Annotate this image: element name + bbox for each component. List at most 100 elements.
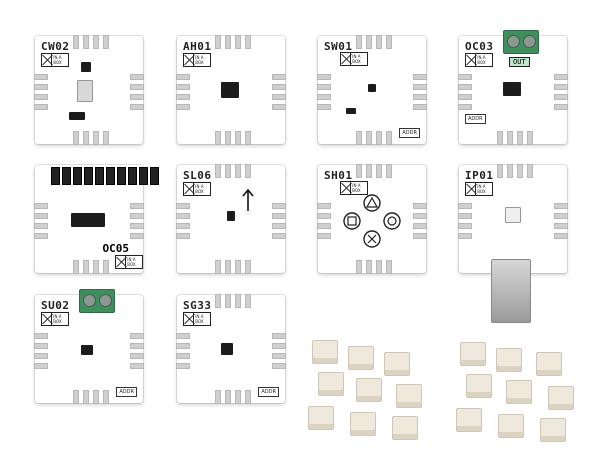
board-cw02: CW02 IN A BOX xyxy=(34,35,144,145)
chip xyxy=(71,213,105,227)
board-label: SL06 xyxy=(183,169,212,182)
chip xyxy=(227,211,235,221)
screw-terminal xyxy=(503,30,539,54)
chip xyxy=(346,108,356,114)
pads-bottom xyxy=(73,390,109,404)
board-side-label: OC05 xyxy=(102,242,130,255)
connector xyxy=(384,352,410,376)
connector xyxy=(466,374,492,398)
connector xyxy=(392,416,418,440)
connector xyxy=(506,380,532,404)
pads-right xyxy=(554,74,568,110)
connector xyxy=(396,384,422,408)
inabox-logo: IN A BOX xyxy=(340,52,368,66)
addr-box: ADDR xyxy=(258,387,279,397)
board-label: AH01 xyxy=(183,40,212,53)
pads-left xyxy=(458,203,472,239)
terminal-label: OUT xyxy=(509,57,530,67)
addr-box: ADDR xyxy=(465,114,486,124)
header-pins xyxy=(51,167,159,185)
inabox-logo: IN A BOX xyxy=(41,53,69,67)
chip xyxy=(77,80,93,102)
connector xyxy=(536,352,562,376)
pads-left xyxy=(458,74,472,110)
chip xyxy=(81,345,93,355)
connector xyxy=(348,346,374,370)
pads-left xyxy=(176,333,190,369)
board-label: SG33 xyxy=(183,299,212,312)
connector xyxy=(456,408,482,432)
pads-top xyxy=(215,294,251,308)
pads-bottom xyxy=(356,260,392,274)
chip xyxy=(81,62,91,72)
board-sg33: SG33 IN A BOX ADDR xyxy=(176,294,286,404)
chip xyxy=(368,84,376,92)
connector xyxy=(308,406,334,430)
inabox-logo: IN A BOX xyxy=(465,182,493,196)
pads-left xyxy=(176,203,190,239)
board-label: SH01 xyxy=(324,169,353,182)
screw-icon xyxy=(507,35,520,48)
connector xyxy=(312,340,338,364)
pads-bottom xyxy=(497,131,533,145)
chip xyxy=(221,343,233,355)
pads-right xyxy=(130,333,144,369)
pads-top xyxy=(215,35,251,49)
pads-left xyxy=(317,74,331,110)
pads-right xyxy=(413,203,427,239)
screw-icon xyxy=(523,35,536,48)
inabox-logo: IN A BOX xyxy=(41,312,69,326)
screw-terminal xyxy=(79,289,115,313)
pads-bottom xyxy=(215,260,251,274)
board-label: SW01 xyxy=(324,40,353,53)
board-label: IP01 xyxy=(465,169,494,182)
usb-plug xyxy=(491,259,531,323)
connector xyxy=(356,378,382,402)
board-sh01: SH01 IN A BOX xyxy=(317,164,427,274)
inabox-logo: IN A BOX xyxy=(183,312,211,326)
board-ip01: IP01 IN A BOX xyxy=(458,164,568,323)
board-ah01: AH01 IN A BOX xyxy=(176,35,286,145)
north-arrow-icon xyxy=(242,188,254,211)
pads-top xyxy=(356,164,392,178)
chip xyxy=(69,112,85,120)
pads-bottom xyxy=(73,131,109,145)
addr-box: ADDR xyxy=(116,387,137,397)
board-label: OC03 xyxy=(465,40,494,53)
connector xyxy=(318,372,344,396)
pads-right xyxy=(272,203,286,239)
inabox-logo: IN A BOX xyxy=(340,181,368,195)
pads-bottom xyxy=(356,131,392,145)
connector xyxy=(350,412,376,436)
inabox-logo: IN A BOX xyxy=(183,53,211,67)
board-label: SU02 xyxy=(41,299,70,312)
connector xyxy=(498,414,524,438)
pads-top xyxy=(215,164,251,178)
pads-left xyxy=(34,333,48,369)
pads-right xyxy=(130,74,144,110)
inabox-logo: IN A BOX xyxy=(183,182,211,196)
board-sw01: SW01 IN A BOX ADDR xyxy=(317,35,427,145)
pads-left xyxy=(34,203,48,239)
pads-right xyxy=(554,203,568,239)
board-su02: SU02 IN A BOX ADDR xyxy=(34,289,144,404)
inabox-logo: IN A BOX xyxy=(465,53,493,67)
board-oc03: OC03 IN A BOX OUT ADDR xyxy=(458,30,568,145)
pads-right xyxy=(130,203,144,239)
connector xyxy=(540,418,566,442)
screw-icon xyxy=(83,294,96,307)
connector xyxy=(496,348,522,372)
pads-bottom xyxy=(73,260,109,274)
chip xyxy=(503,82,521,96)
pads-right xyxy=(272,333,286,369)
pads-bottom xyxy=(215,131,251,145)
rgb-led xyxy=(505,207,521,223)
pads-top xyxy=(356,35,392,49)
pads-left xyxy=(34,74,48,110)
pads-top xyxy=(73,35,109,49)
connector xyxy=(460,342,486,366)
inabox-logo: IN A BOX xyxy=(115,255,143,269)
addr-box: ADDR xyxy=(399,128,420,138)
screw-icon xyxy=(99,294,112,307)
pads-left xyxy=(176,74,190,110)
